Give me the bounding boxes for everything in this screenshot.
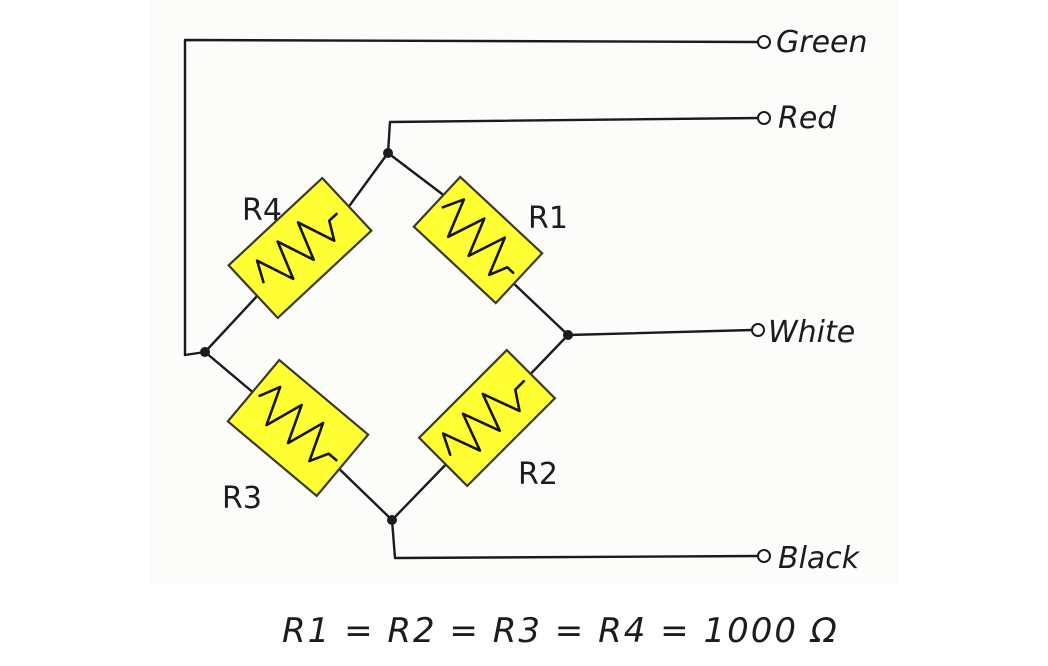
resistor-r1: [412, 175, 544, 305]
node-right: [563, 330, 573, 340]
resistor-r3-zigzag-icon: [258, 385, 338, 463]
label-r3: R3: [222, 481, 262, 516]
terminal-red-icon: [757, 111, 771, 125]
label-black: Black: [778, 541, 861, 576]
red-lead-wire: [386, 116, 762, 155]
resistor-r2: [417, 348, 557, 488]
arm-top-left-lower: [203, 293, 260, 354]
resistor-r1-zigzag-icon: [441, 198, 515, 277]
resistor-r2-zigzag-icon: [441, 379, 526, 457]
node-top: [383, 148, 393, 158]
label-white: White: [768, 315, 855, 350]
green-lead-wire: [183, 38, 762, 357]
label-red: Red: [778, 101, 837, 136]
white-lead-wire: [566, 328, 754, 337]
label-r2: R2: [518, 457, 558, 492]
label-r4: R4: [242, 193, 282, 228]
terminal-green-icon: [757, 35, 771, 49]
resistor-r3: [226, 358, 370, 498]
resistor-r1-body: [412, 175, 544, 305]
resistor-r4: [227, 176, 373, 320]
label-r1: R1: [528, 201, 568, 236]
resistor-r4-zigzag-icon: [255, 212, 338, 284]
node-bottom: [387, 515, 397, 525]
arm-bottom-right-lower: [390, 453, 457, 522]
arm-top-right-lower: [508, 278, 570, 337]
resistance-equation: R1 = R2 = R3 = R4 = 1000 Ω: [282, 611, 839, 651]
node-left: [200, 347, 210, 357]
label-green: Green: [776, 25, 868, 60]
terminal-black-icon: [757, 549, 771, 563]
arm-top-right-upper: [386, 151, 452, 202]
black-lead-wire: [390, 518, 762, 560]
terminal-white-icon: [751, 323, 765, 337]
arm-top-left-upper: [348, 151, 390, 207]
arm-bottom-left-lower: [328, 458, 394, 522]
